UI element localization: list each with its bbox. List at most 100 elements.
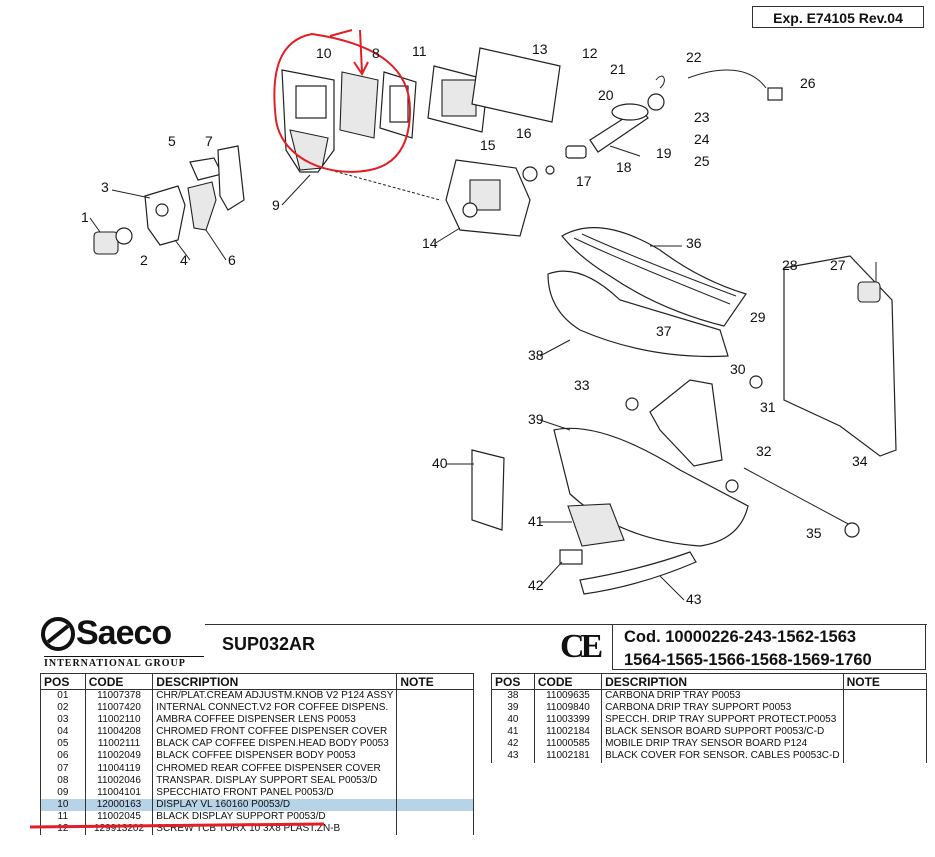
cell-note	[842, 726, 928, 739]
cell-code: 11009840	[533, 702, 603, 715]
callout-9: 9	[272, 197, 280, 213]
callout-24: 24	[694, 131, 710, 147]
part-drip-tray	[547, 270, 729, 358]
callout-15: 15	[480, 137, 496, 153]
col-code: CODE	[84, 673, 154, 690]
callout-35: 35	[806, 525, 822, 541]
brand-logo: Saeco	[40, 614, 172, 653]
cell-pos: 05	[40, 738, 86, 751]
cell-note	[396, 774, 474, 787]
callout-10: 10	[316, 45, 332, 61]
header-divider	[205, 624, 927, 625]
callout-8: 8	[372, 45, 380, 61]
cell-pos: 04	[40, 726, 86, 739]
cell-code: 11000585	[533, 738, 603, 751]
col-pos: POS	[40, 673, 86, 690]
col-description: DESCRIPTION	[152, 673, 398, 690]
callout-36: 36	[686, 235, 702, 251]
cell-note	[396, 798, 474, 811]
cell-note	[396, 689, 474, 703]
cell-pos: 10	[40, 798, 86, 811]
cell-code: 11004208	[84, 726, 154, 739]
cell-pos: 02	[40, 702, 86, 715]
callout-6: 6	[228, 252, 236, 268]
callout-7: 7	[205, 133, 213, 149]
callout-40: 40	[432, 455, 448, 471]
callout-23: 23	[694, 109, 710, 125]
part-sensor-support	[649, 379, 723, 467]
cell-note	[396, 702, 474, 715]
codes-line-2: 1564-1565-1566-1568-1569-1760	[624, 651, 872, 669]
callout-14: 14	[422, 235, 438, 251]
cell-code: 11007420	[84, 702, 154, 715]
callout-28: 28	[782, 257, 798, 273]
cell-pos: 43	[491, 750, 535, 763]
cell-code: 11002111	[84, 738, 154, 751]
cell-description: DISPLAY VL 160160 P0053/D	[152, 798, 398, 811]
cell-note	[842, 689, 928, 703]
cell-code: 11002181	[533, 750, 603, 763]
callout-5: 5	[168, 133, 176, 149]
cell-pos: 03	[40, 714, 86, 727]
cell-description: BLACK COFFEE DISPENSER BODY P0053	[152, 750, 398, 763]
brand-name: Saeco	[76, 614, 172, 652]
cell-pos: 38	[491, 689, 535, 703]
callout-12: 12	[582, 45, 598, 61]
cell-description: BLACK SENSOR BOARD SUPPORT P0053/C-D	[601, 726, 844, 739]
cell-pos: 01	[40, 689, 86, 703]
col-pos: POS	[491, 673, 535, 690]
callout-25: 25	[694, 153, 710, 169]
cell-description: BLACK COVER FOR SENSOR. CABLES P0053C-D	[601, 750, 844, 763]
red-annotation-arrow	[353, 29, 369, 76]
cell-pos: 09	[40, 786, 86, 799]
cell-pos: 07	[40, 762, 86, 775]
callout-31: 31	[760, 399, 776, 415]
cell-pos: 42	[491, 738, 535, 751]
callout-22: 22	[686, 49, 702, 65]
cell-description: CHROMED REAR COFFEE DISPENSER COVER	[152, 762, 398, 775]
cell-code: 11007378	[84, 689, 154, 703]
cell-code: 12000163	[84, 798, 154, 811]
callout-3: 3	[101, 179, 109, 195]
part-knob	[93, 227, 133, 255]
cell-note	[396, 726, 474, 739]
callout-2: 2	[140, 252, 148, 268]
hydraulic-group	[445, 69, 783, 237]
cell-note	[396, 823, 474, 836]
cell-description: CHROMED FRONT COFFEE DISPENSER COVER	[152, 726, 398, 739]
cell-note	[842, 750, 928, 763]
cell-code: 11002046	[84, 774, 154, 787]
cell-code: 11002049	[84, 750, 154, 763]
callout-11: 11	[412, 43, 427, 59]
cell-note	[396, 738, 474, 751]
part-display	[339, 71, 379, 139]
cell-description: CARBONA DRIP TRAY P0053	[601, 689, 844, 703]
table-header-row: POS CODE DESCRIPTION NOTE	[40, 673, 474, 690]
part-board	[471, 47, 561, 123]
callout-4: 4	[180, 252, 188, 268]
cell-code: 11002184	[533, 726, 603, 739]
exploded-parts-diagram: 1 2 3 4 5 6 7 8 9 10 11 12 13 14 15 16 1…	[81, 29, 897, 607]
callout-26: 26	[800, 75, 816, 91]
callout-37: 37	[656, 323, 672, 339]
cell-description: CHR/PLAT.CREAM ADJUSTM.KNOB V2 P124 ASSY	[152, 689, 398, 703]
cell-description: SPECCH. DRIP TRAY SUPPORT PROTECT.P0053	[601, 714, 844, 727]
callout-39: 39	[528, 411, 544, 427]
cell-description: TRANSPAR. DISPLAY SUPPORT SEAL P0053/D	[152, 774, 398, 787]
callout-13: 13	[532, 41, 548, 57]
cell-code: 11004119	[84, 762, 154, 775]
cell-code: 11002110	[84, 714, 154, 727]
